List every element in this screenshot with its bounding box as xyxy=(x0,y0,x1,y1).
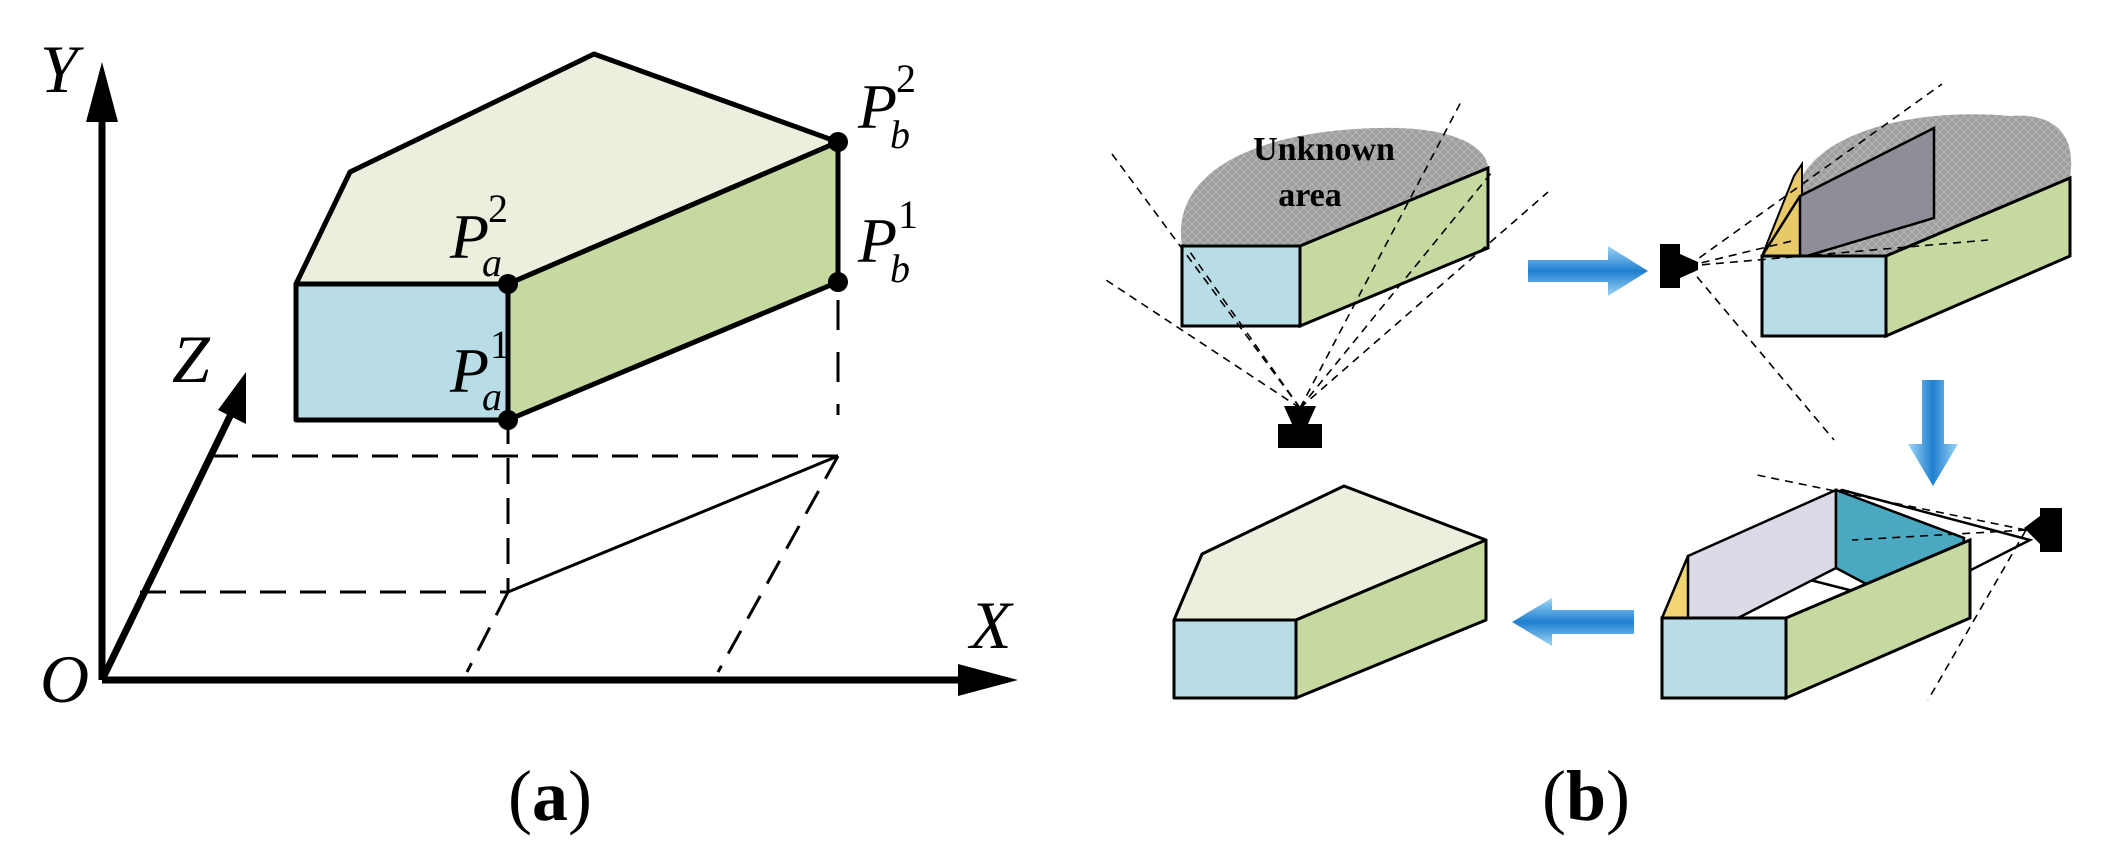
coordinate-axes xyxy=(86,62,1018,696)
x-axis-arrowhead xyxy=(958,664,1018,696)
reconstructed-front-face xyxy=(1172,618,1298,700)
svg-text:1: 1 xyxy=(898,192,918,237)
x-axis-label: X xyxy=(967,587,1014,663)
box-front-face-2 xyxy=(1760,254,1888,338)
panel-b-caption: (b) xyxy=(1542,756,1630,836)
inner-wall-face xyxy=(1686,488,1838,620)
box-side-face-2 xyxy=(1884,175,2072,339)
unknown-area-region xyxy=(1180,127,1488,246)
svg-text:1: 1 xyxy=(490,322,510,367)
svg-text:P: P xyxy=(857,71,897,142)
y-axis-arrowhead xyxy=(86,62,118,122)
arrow-down xyxy=(1908,380,1958,486)
z-axis-arrowhead xyxy=(218,372,246,424)
point-pa1-marker xyxy=(498,410,518,430)
unknown-area-label-line1: Unknown xyxy=(1253,131,1395,168)
box-side-face xyxy=(1298,165,1490,329)
step-3-scene xyxy=(1660,473,2062,701)
camera-2-view-rays xyxy=(1687,83,1989,441)
occluding-wall xyxy=(1798,125,1936,260)
point-pb1-label: P b 1 xyxy=(857,192,918,291)
point-pa2-marker xyxy=(498,274,518,294)
svg-text:a: a xyxy=(482,374,502,419)
panel-a: Y X Z O P a 2 P xyxy=(40,31,1018,836)
panel-b: Unknown area xyxy=(1105,83,2072,836)
arrow-left xyxy=(1512,598,1634,646)
y-axis-label: Y xyxy=(40,31,84,107)
point-pb2-label: P b 2 xyxy=(857,56,916,157)
prism-front-face xyxy=(293,281,511,423)
unknown-area-label-line2: area xyxy=(1278,177,1342,214)
svg-text:b: b xyxy=(890,112,910,157)
step-4-scene xyxy=(1172,484,1488,700)
prism xyxy=(293,51,841,423)
camera-3-icon xyxy=(2024,508,2062,552)
point-pa2-label: P a 2 xyxy=(449,186,508,285)
svg-text:P: P xyxy=(449,335,489,406)
point-pb2-marker xyxy=(828,132,848,152)
step-1-scene: Unknown area xyxy=(1105,99,1549,448)
svg-text:2: 2 xyxy=(488,186,508,231)
point-pb1-marker xyxy=(828,272,848,292)
z-axis-label: Z xyxy=(172,321,211,397)
camera-2-icon xyxy=(1660,244,1698,288)
ground-projection xyxy=(140,300,840,673)
arrow-right xyxy=(1528,246,1648,296)
svg-text:a: a xyxy=(482,240,502,285)
camera-3-view-rays xyxy=(1751,473,2027,701)
svg-text:P: P xyxy=(857,205,897,276)
panel-a-caption: (a) xyxy=(508,756,592,836)
step-2-scene xyxy=(1660,83,2072,441)
box-side-face-3 xyxy=(1784,537,1972,701)
origin-label: O xyxy=(40,641,89,717)
svg-text:P: P xyxy=(449,201,489,272)
svg-text:b: b xyxy=(890,246,910,291)
point-pa1-label: P a 1 xyxy=(449,322,510,419)
camera-1-icon xyxy=(1278,406,1322,448)
inner-yellow-face-2 xyxy=(1760,160,1803,257)
svg-text:2: 2 xyxy=(896,56,916,101)
box-front-face-3 xyxy=(1660,616,1788,700)
box-front-face xyxy=(1180,244,1302,328)
camera-1-view-rays xyxy=(1105,99,1549,409)
